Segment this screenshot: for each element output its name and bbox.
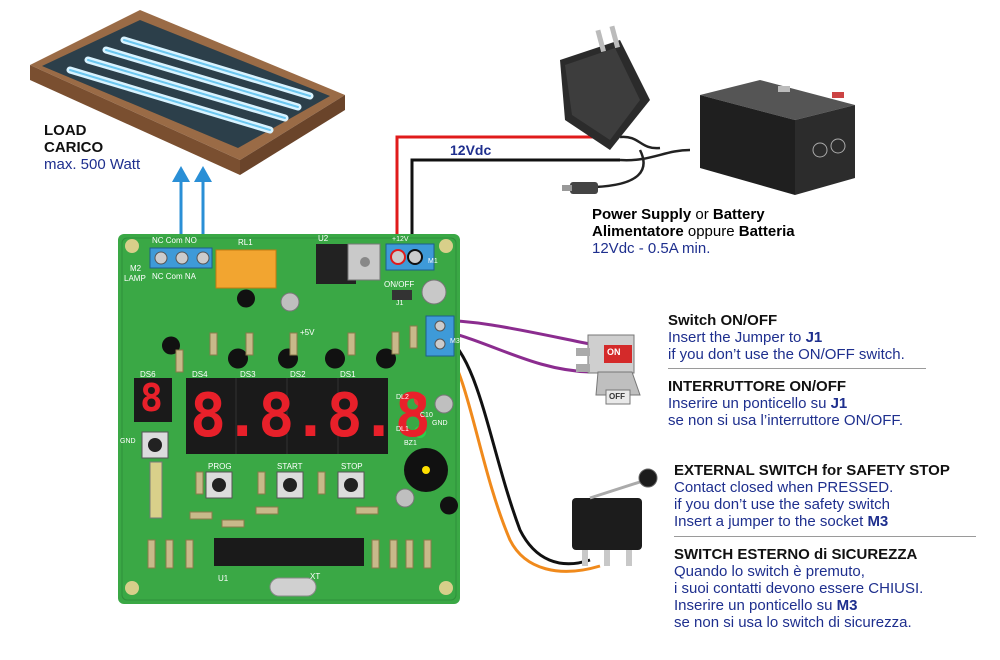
m2-label: M2 — [130, 264, 142, 273]
batteria-label: Batteria — [738, 223, 795, 240]
start-label: START — [277, 462, 303, 471]
microswitch-image — [572, 468, 658, 566]
gnd-label-left: GND — [120, 438, 136, 445]
toggle-switch-image — [576, 334, 641, 405]
switch-onoff-it-line2: se non si usa l’interruttore ON/OFF. — [668, 412, 904, 429]
safety-title-it: SWITCH ESTERNO di SICUREZZA — [674, 546, 918, 563]
safety-it-line1: Quando lo switch è premuto, — [674, 563, 865, 580]
lamp-label: LAMP — [124, 274, 146, 283]
ds6-label: DS6 — [140, 370, 156, 379]
ds3-label: DS3 — [240, 370, 256, 379]
u1-label: U1 — [218, 574, 229, 583]
alimentatore-label: Alimentatore — [592, 223, 684, 240]
safety-it-line2: i suoi contatti devono essere CHIUSI. — [674, 580, 924, 597]
switch-onoff-title-en: Switch ON/OFF — [668, 312, 778, 329]
power-caption-line1: Power Supply or Battery — [592, 206, 765, 223]
load-title-it: CARICO — [44, 139, 104, 156]
m1-label: M1 — [428, 258, 438, 265]
c10-label: C10 — [420, 412, 433, 419]
toggle-off-label: OFF — [609, 392, 625, 401]
load-title-en: LOAD — [44, 122, 87, 139]
main-display: 8.8.8.8 — [190, 381, 431, 451]
dl2-label: DL2 — [396, 394, 409, 401]
power-spec: 12Vdc - 0.5A min. — [592, 240, 711, 257]
safety-it-line3-text: Inserire un ponticello su — [674, 597, 837, 614]
voltage-label: 12Vdc — [450, 142, 492, 158]
j1-onoff-label: ON/OFF — [384, 280, 415, 289]
safety-en-line3-text: Insert a jumper to the socket — [674, 513, 868, 530]
switch-onoff-it-line1: Inserire un ponticello su J1 — [668, 395, 847, 412]
battery-label: Battery — [712, 206, 765, 223]
power-or-label: or — [695, 206, 709, 223]
power-supply-label: Power Supply — [592, 206, 692, 223]
uv-lamp-image — [30, 10, 345, 175]
safety-it-line4: se non si usa lo switch di sicurezza. — [674, 614, 912, 631]
safety-title-en: EXTERNAL SWITCH for SAFETY STOP — [674, 462, 950, 479]
power-wires — [395, 135, 691, 255]
pcb-components — [134, 243, 458, 597]
divider-safety — [674, 536, 976, 537]
u2-label: U2 — [318, 234, 329, 243]
battery-image — [700, 80, 855, 195]
safety-it-line3: Inserire un ponticello su M3 — [674, 597, 857, 614]
switch-onoff-it-j1: J1 — [830, 395, 848, 412]
m3-label: M3 — [450, 338, 460, 345]
plus5-label: +5V — [300, 328, 315, 337]
safety-en-line3: Insert a jumper to the socket M3 — [674, 513, 888, 530]
dl1-label: DL1 — [396, 426, 409, 433]
switch-onoff-en-line1-text: Insert the Jumper to — [668, 329, 806, 346]
bz1-label: BZ1 — [404, 440, 417, 447]
single-digit-display: 8 — [140, 376, 163, 420]
ds1-label: DS1 — [340, 370, 356, 379]
safety-wires — [443, 333, 601, 573]
safety-en-line2: if you don’t use the safety switch — [674, 496, 890, 513]
safety-it-m3: M3 — [836, 597, 858, 614]
j1-label: J1 — [396, 300, 404, 307]
load-rating: max. 500 Watt — [44, 156, 141, 173]
rl1-label: RL1 — [238, 238, 253, 247]
relay-terminal-bottom-label: NC Com NA — [152, 272, 197, 281]
safety-en-m3: M3 — [867, 513, 889, 530]
switch-onoff-en-line2: if you don’t use the ON/OFF switch. — [668, 346, 905, 363]
ds2-label: DS2 — [290, 370, 306, 379]
divider-onoff — [668, 368, 926, 369]
plus12-label: +12V — [392, 236, 409, 243]
power-adapter-image — [560, 25, 650, 194]
prog-label: PROG — [208, 462, 232, 471]
xt-label: XT — [310, 572, 321, 581]
switch-onoff-title-it: INTERRUTTORE ON/OFF — [668, 378, 847, 395]
power-caption-line2: Alimentatore oppure Batteria — [592, 223, 795, 240]
safety-en-line1: Contact closed when PRESSED. — [674, 479, 894, 496]
relay-terminal-top-label: NC Com NO — [152, 236, 197, 245]
gnd-label-right: GND — [432, 420, 448, 427]
ds4-label: DS4 — [192, 370, 208, 379]
stop-label: STOP — [341, 462, 363, 471]
switch-onoff-it-line1-text: Inserire un ponticello su — [668, 395, 831, 412]
switch-onoff-en-line1: Insert the Jumper to J1 — [668, 329, 822, 346]
toggle-on-label: ON — [607, 347, 621, 357]
switch-onoff-en-j1: J1 — [805, 329, 823, 346]
oppure-label: oppure — [687, 223, 735, 240]
